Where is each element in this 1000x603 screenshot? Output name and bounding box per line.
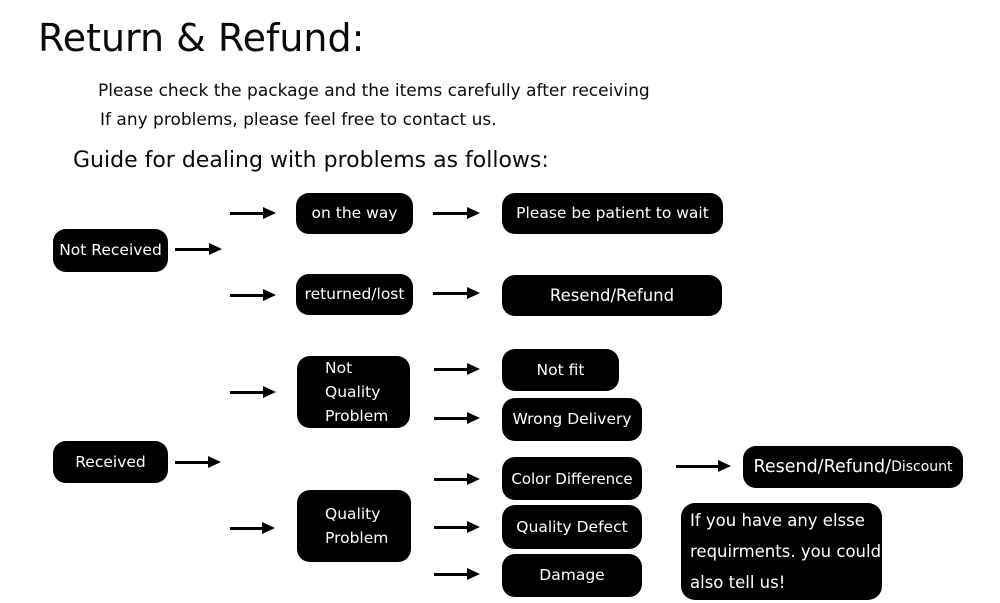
node-wrong-delivery: Wrong Delivery [502,398,642,441]
node-line: Quality [325,383,381,401]
node-line: requirments. you could [690,542,882,561]
arrow-to-on-the-way [230,207,276,219]
arrow-returned-lost-to-resend-refund [433,287,480,299]
node-damage: Damage [502,554,642,597]
guide-heading: Guide for dealing with problems as follo… [73,148,549,173]
arrow-to-not-quality-problem [230,386,276,398]
node-not-quality-problem: Not Quality Problem [297,356,410,428]
arrow-to-quality-problem [230,522,275,534]
node-not-received: Not Received [53,229,168,272]
arrow-to-returned-lost [230,289,276,301]
arrow-to-color-difference [434,473,480,485]
node-received: Received [53,441,168,483]
node-label-main: Resend/Refund/ [753,456,892,477]
node-line: also tell us! [690,573,786,592]
node-color-difference: Color Difference [502,457,642,500]
arrow-received-out [175,456,221,468]
node-on-the-way: on the way [296,193,413,234]
node-line: Quality [325,505,381,523]
arrow-to-damage [434,568,480,580]
node-resend-refund-discount: Resend/Refund/Discount [743,446,963,488]
arrow-to-quality-defect [434,521,480,533]
node-line: If you have any elsse [690,511,865,530]
node-please-be-patient: Please be patient to wait [502,193,723,234]
node-returned-lost: returned/lost [296,274,413,315]
node-resend-refund: Resend/Refund [502,275,722,316]
page-title: Return & Refund: [38,16,365,60]
node-line: Not [325,359,353,377]
arrow-to-resend-refund-discount [676,460,731,472]
node-quality-defect: Quality Defect [502,505,642,549]
node-not-fit: Not fit [502,349,619,391]
subtitle-line-1: Please check the package and the items c… [98,81,650,101]
arrow-to-wrong-delivery [434,412,480,424]
node-line: Problem [325,529,389,547]
arrow-on-the-way-to-please-wait [433,207,480,219]
node-line: Problem [325,407,389,425]
subtitle-line-2: If any problems, please feel free to con… [100,110,497,130]
arrow-to-not-fit [434,363,480,375]
node-extra-requirements-note: If you have any elsse requirments. you c… [681,503,882,600]
node-label-small: Discount [891,458,953,475]
arrow-not-received-out [175,243,222,255]
node-quality-problem: Quality Problem [297,490,411,562]
